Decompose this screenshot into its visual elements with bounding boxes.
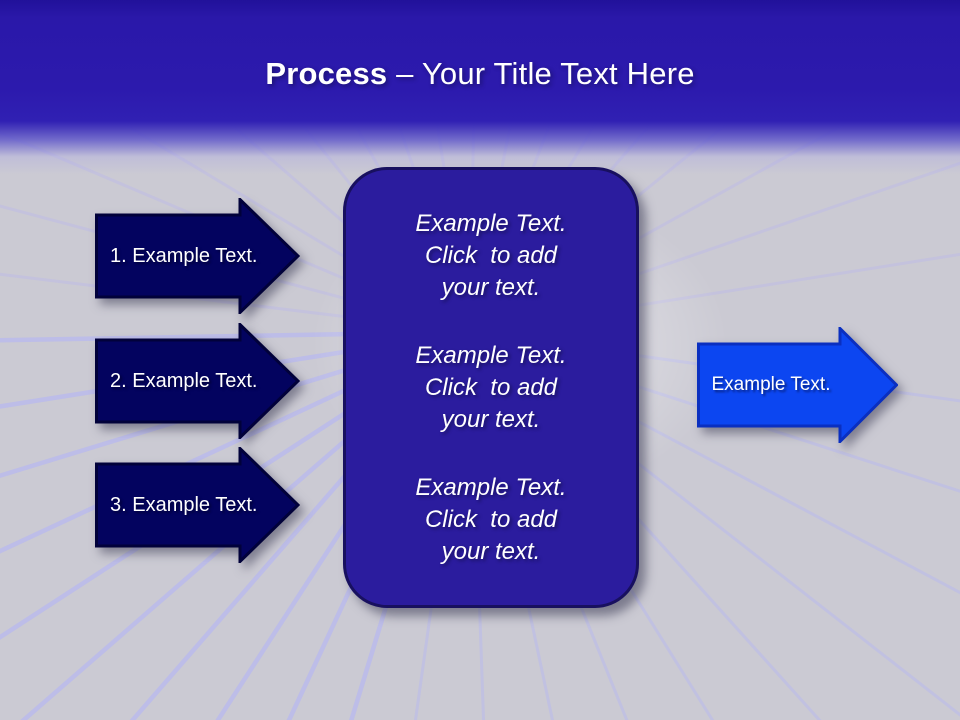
placeholder-paragraph-1: Example Text. Click to add your text. — [415, 209, 567, 301]
process-step-arrow-3[interactable]: 3. Example Text. — [95, 447, 300, 563]
step-arrow-shape — [95, 447, 300, 563]
process-step-arrow-1[interactable]: 1. Example Text. — [95, 198, 300, 314]
title-keyword: Process — [265, 56, 388, 91]
step-arrow-shape — [95, 323, 300, 439]
step-arrow-shape — [95, 198, 300, 314]
title-subtitle: – Your Title Text Here — [387, 56, 695, 91]
placeholder-paragraph-3: Example Text. Click to add your text. — [415, 473, 567, 565]
arrow-right-polygon — [95, 198, 300, 314]
slide-title: Process – Your Title Text Here — [0, 56, 960, 92]
placeholder-paragraph-2: Example Text. Click to add your text. — [415, 341, 567, 433]
process-step-arrow-2[interactable]: 2. Example Text. — [95, 323, 300, 439]
arrow-right-polygon — [95, 447, 300, 563]
title-banner — [0, 0, 960, 178]
arrow-right-polygon — [697, 327, 898, 443]
center-content-box[interactable]: Example Text. Click to add your text. Ex… — [343, 167, 639, 608]
arrow-right-polygon — [95, 323, 300, 439]
output-arrow-shape — [697, 327, 898, 443]
output-arrow[interactable]: Example Text. — [697, 327, 898, 443]
